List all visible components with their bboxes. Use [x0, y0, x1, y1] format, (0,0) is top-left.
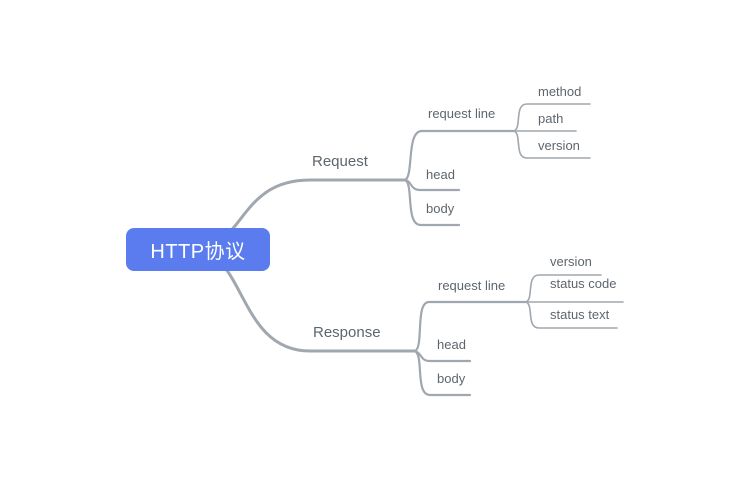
- node-method[interactable]: method: [538, 84, 582, 99]
- node-status-code[interactable]: status code: [550, 276, 617, 291]
- edge-response-body: [413, 349, 472, 397]
- node-request-request-line[interactable]: request line: [428, 106, 496, 121]
- node-request-version[interactable]: version: [538, 138, 580, 153]
- edge-request-body: [403, 178, 461, 227]
- edge-responseline-version: [525, 274, 602, 303]
- node-path[interactable]: path: [538, 111, 564, 126]
- node-response[interactable]: Response: [313, 324, 381, 341]
- edge-responseline-statustext: [525, 301, 618, 329]
- edge-response-head: [413, 349, 472, 363]
- node-status-text[interactable]: status text: [550, 307, 610, 322]
- edge-requestline-method: [513, 103, 591, 132]
- node-response-version[interactable]: version: [550, 254, 592, 269]
- node-response-head[interactable]: head: [437, 337, 466, 352]
- edge-request-requestline: [403, 129, 516, 182]
- edge-response-requestline: [413, 300, 528, 353]
- node-request-body[interactable]: body: [426, 201, 455, 216]
- node-response-request-line[interactable]: request line: [438, 278, 506, 293]
- node-request[interactable]: Request: [312, 153, 368, 170]
- edge-requestline-version: [513, 130, 591, 159]
- node-root[interactable]: HTTP协议: [126, 228, 270, 271]
- node-request-head[interactable]: head: [426, 167, 455, 182]
- node-response-body[interactable]: body: [437, 371, 466, 386]
